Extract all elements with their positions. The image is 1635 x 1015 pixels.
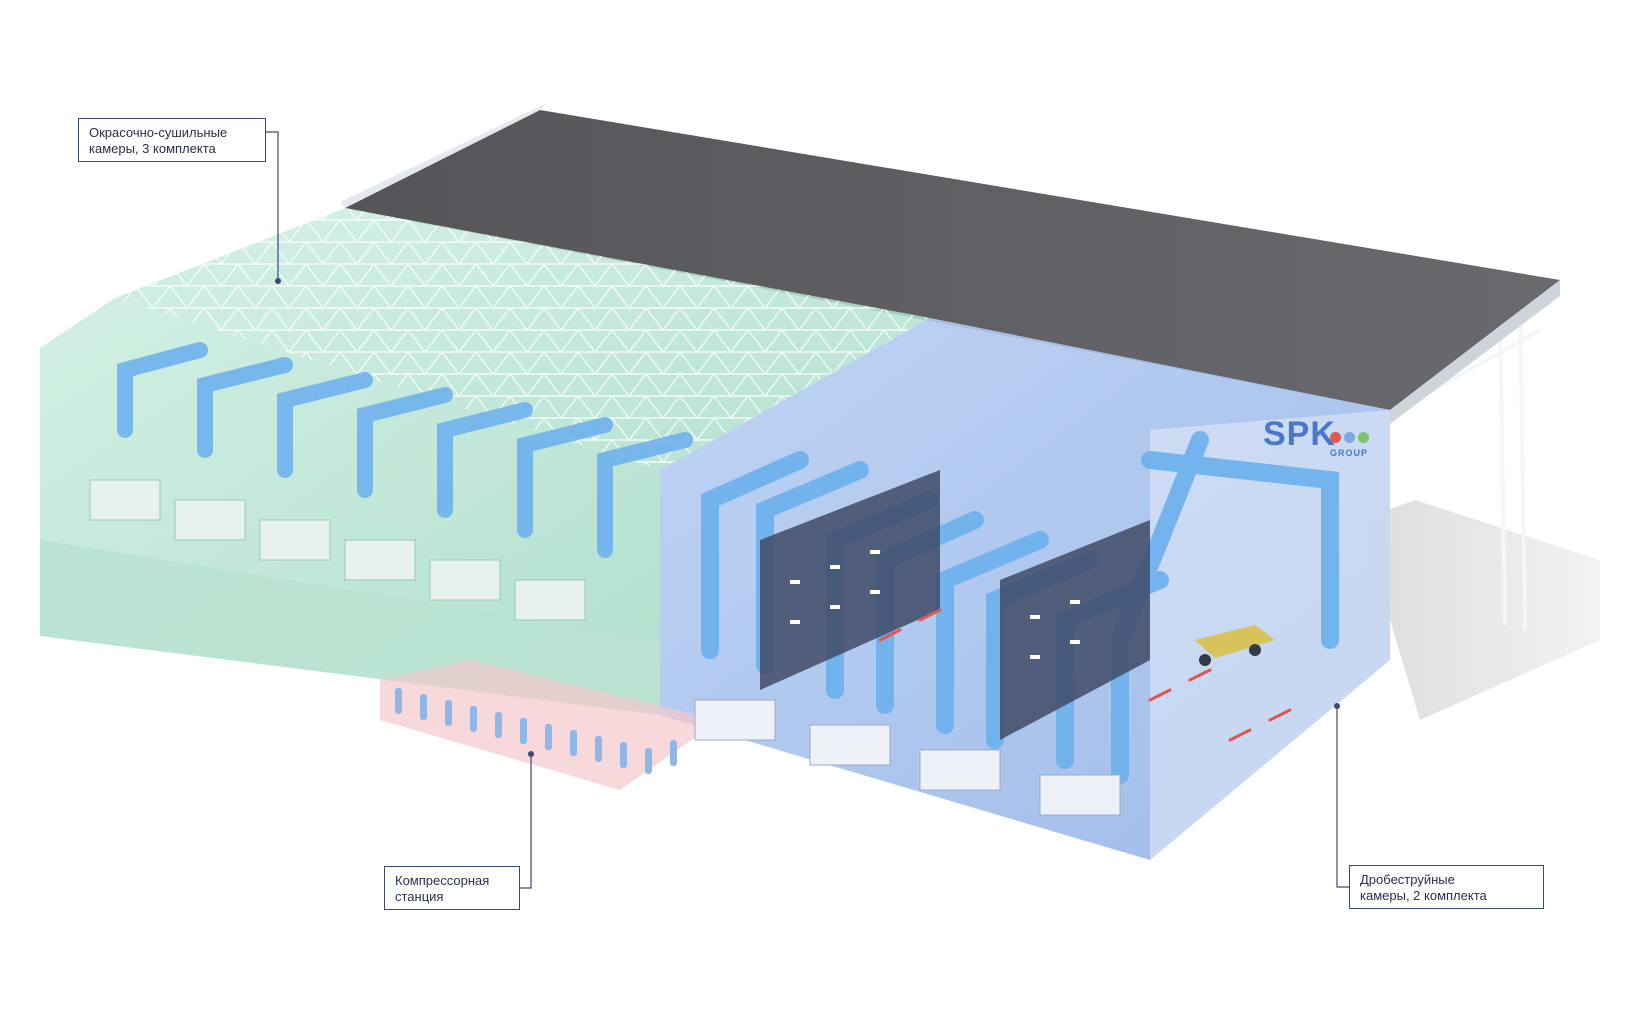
- callout-blast-booths: Дробеструйные камеры, 2 комплекта: [1349, 865, 1544, 909]
- paint-booth-units: [89, 479, 586, 621]
- brand-logo: SPK: [1263, 415, 1336, 453]
- leader-lines: [266, 131, 1349, 889]
- leader-dots: [275, 278, 1340, 757]
- blast-room-walls: [760, 470, 1150, 740]
- paint-zone-roof-truss: [115, 208, 930, 470]
- blast-wall-lights: [790, 550, 1080, 659]
- dust-collectors: [694, 699, 1121, 816]
- callout-paint-booths: Окрасочно-сушильные камеры, 3 комплекта: [78, 118, 266, 162]
- brand-dot-blue: [1344, 432, 1355, 443]
- ground-shadow: [1360, 500, 1600, 720]
- callout-compressor-station: Компрессорная станция: [384, 866, 520, 910]
- flow-arrows: [878, 608, 1292, 742]
- compressor-cylinders: [395, 688, 677, 774]
- brand-logo-sub: GROUP: [1330, 448, 1369, 458]
- brand-dot-green: [1358, 432, 1369, 443]
- roof: [345, 110, 1560, 410]
- roof-edge: [1390, 280, 1560, 424]
- paint-ducts: [117, 342, 693, 558]
- brand-dot-red: [1330, 432, 1341, 443]
- transfer-trolley: [1195, 625, 1275, 666]
